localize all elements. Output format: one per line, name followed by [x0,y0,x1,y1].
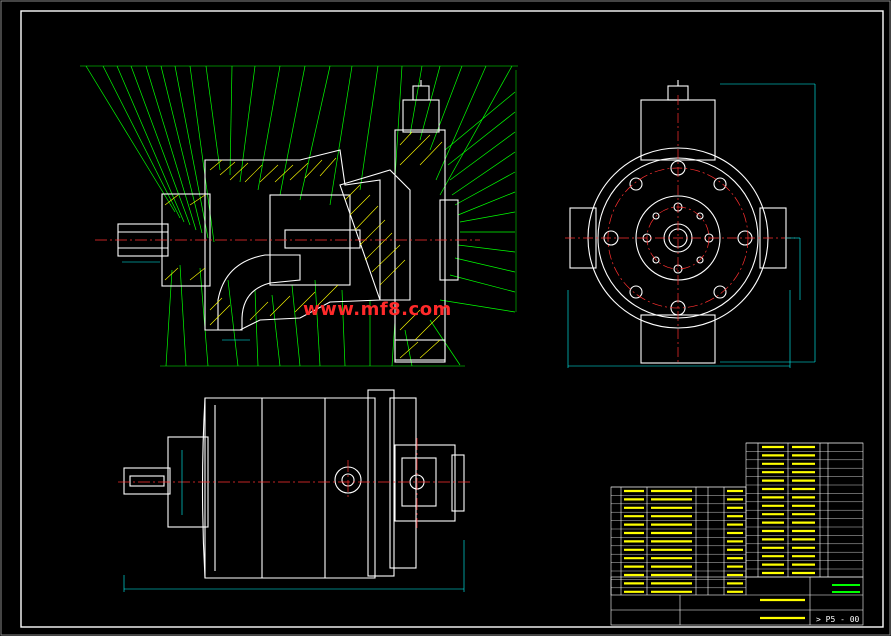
drawing-code: > P5 - 00 [816,615,860,624]
section-view [80,65,518,367]
section-leaders-top [85,65,513,243]
end-view [565,80,816,368]
title-block-text-marks [624,445,860,620]
sheet-inner-border [20,10,884,628]
section-dimensions [122,261,250,341]
section-leaders-bottom [165,264,413,367]
title-block-rows [611,442,863,588]
section-leaders-right [429,91,516,366]
watermark-text: www.mf8.com [303,299,452,320]
section-hatching [164,131,443,359]
plan-view [118,389,472,592]
